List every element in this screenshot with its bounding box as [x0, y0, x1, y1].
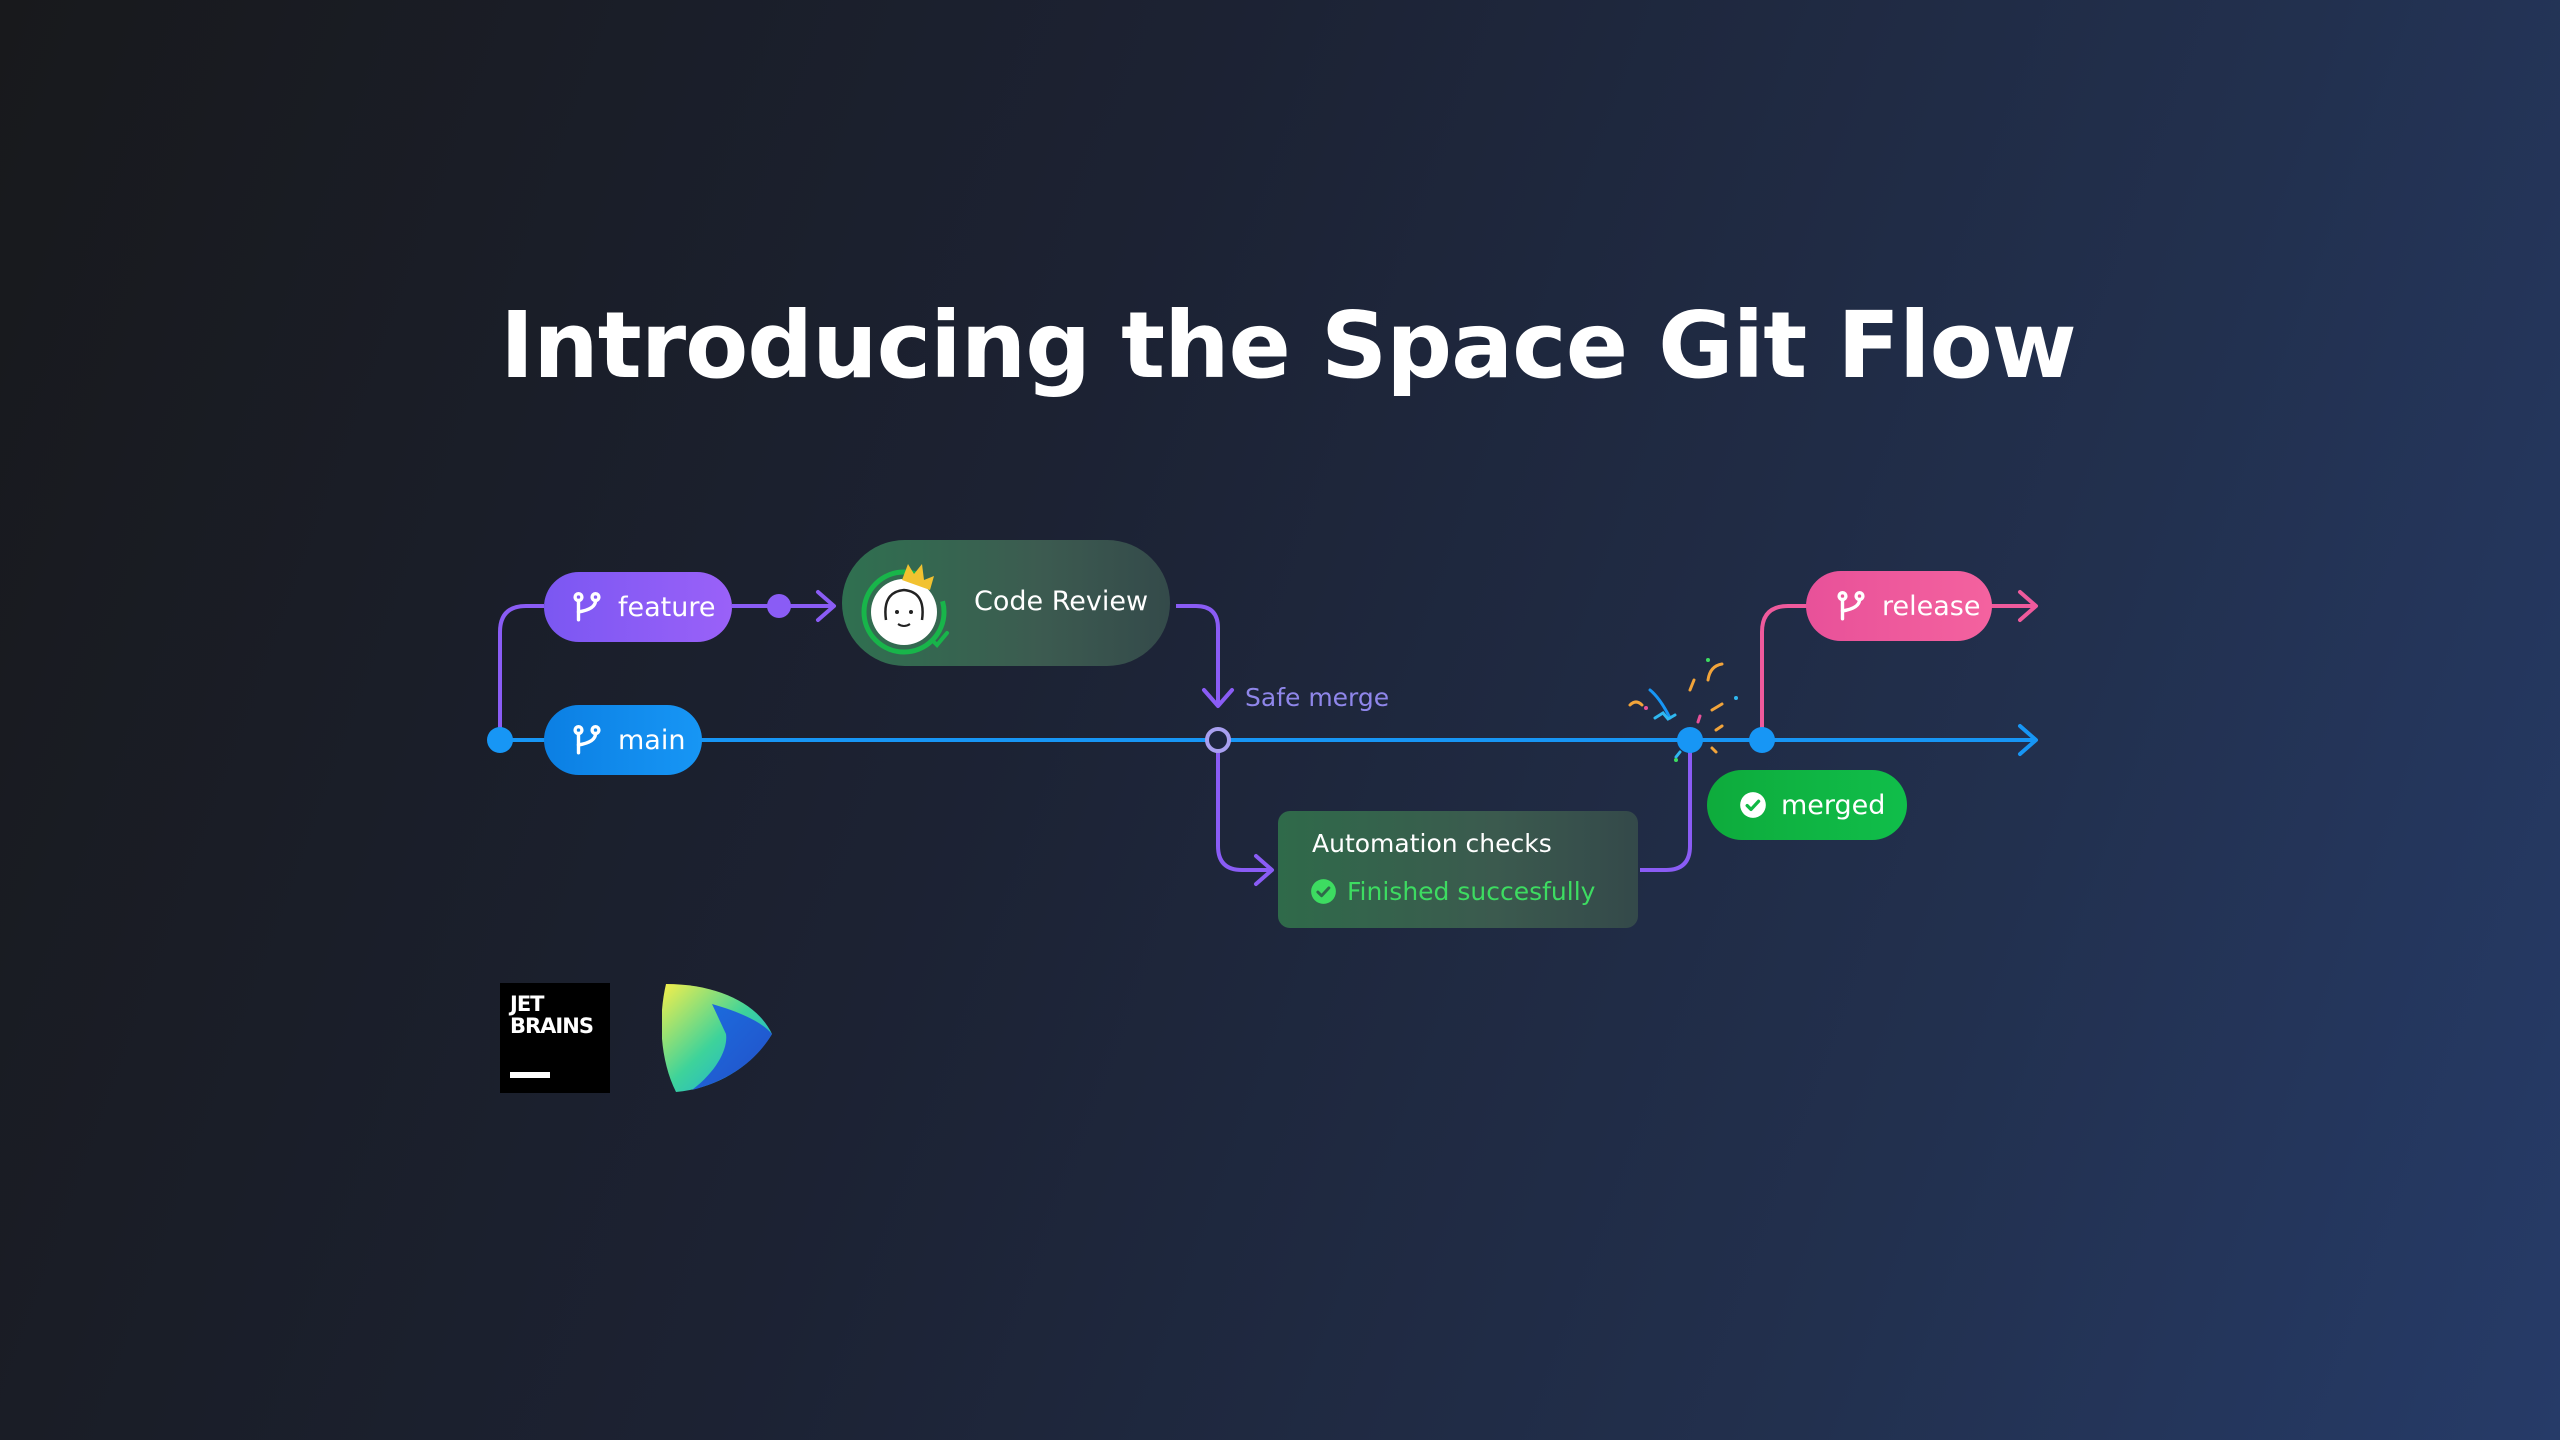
merged-label: merged [1781, 789, 1886, 821]
check-circle-icon [1740, 792, 1766, 818]
jetbrains-logo-bar [510, 1072, 550, 1078]
check-circle-icon [1311, 879, 1336, 904]
feature-branch-path [498, 604, 544, 740]
branch-point-node [487, 727, 513, 753]
safe-merge-arrow-head [1202, 688, 1234, 708]
automation-status-text: Finished succesfully [1347, 877, 1596, 906]
page-title: Introducing the Space Git Flow [500, 292, 2077, 399]
main-branch-label: main [618, 724, 686, 756]
merge-to-checks-path [1216, 740, 1270, 872]
release-arrow-head [2018, 590, 2038, 622]
space-logo-icon [662, 984, 772, 1092]
checks-to-main-path [1640, 740, 1692, 872]
release-branch-pill[interactable]: release [1806, 571, 1992, 641]
git-branch-icon [1837, 590, 1865, 621]
feature-arrow-head [816, 590, 836, 622]
review-to-merge-path [1176, 604, 1220, 704]
automation-checks-heading: Automation checks [1312, 829, 1552, 858]
feature-branch-pill[interactable]: feature [544, 572, 732, 642]
feature-branch-label: feature [618, 591, 716, 623]
code-review-card[interactable]: Code Review [842, 540, 1170, 666]
confetti-icon [1628, 658, 1738, 762]
merge-node [1677, 727, 1703, 753]
automation-checks-card[interactable]: Automation checks Finished succesfully [1278, 811, 1638, 928]
automation-checks-status: Finished succesfully [1310, 877, 1595, 906]
feature-commit-dot [767, 594, 791, 618]
release-branch-path [1760, 604, 1808, 740]
merged-status-pill[interactable]: merged [1707, 770, 1907, 840]
safe-merge-node [1205, 727, 1231, 753]
git-branch-icon [573, 591, 601, 622]
code-review-label: Code Review [974, 586, 1149, 617]
main-branch-pill[interactable]: main [544, 705, 702, 775]
git-branch-icon [573, 724, 601, 755]
reviewer-avatar-icon [861, 564, 949, 655]
main-arrow-head [2018, 724, 2038, 756]
safe-merge-label: Safe merge [1245, 683, 1390, 712]
release-branch-label: release [1882, 590, 1981, 622]
release-point-node [1749, 727, 1775, 753]
checks-arrow-head [1254, 854, 1274, 886]
